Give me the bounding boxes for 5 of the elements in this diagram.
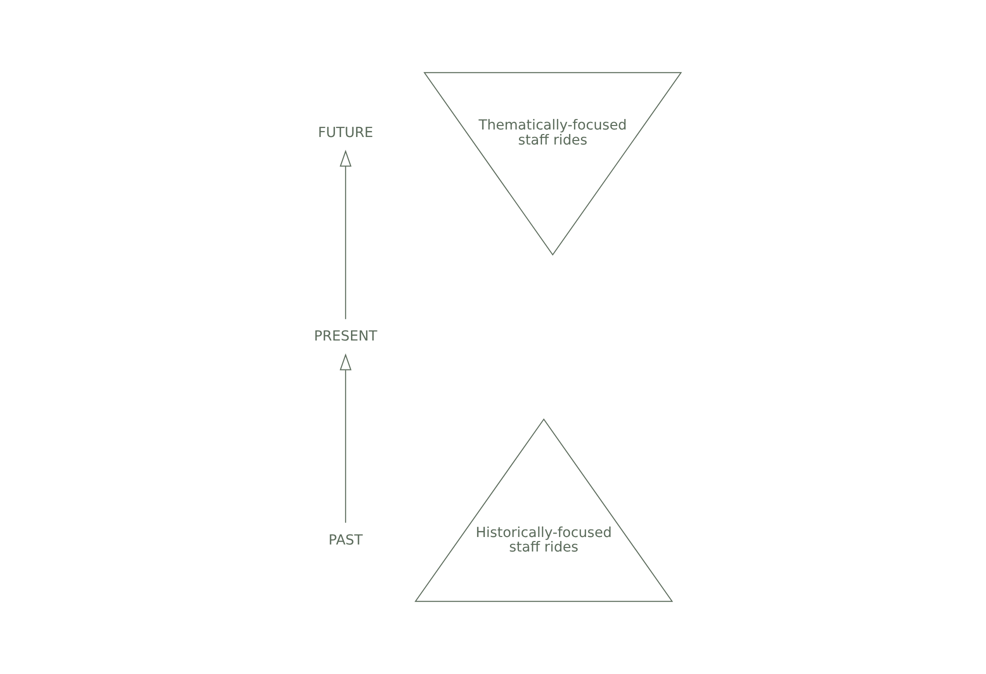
node-text: PRESENT <box>314 328 377 345</box>
arrow <box>339 353 351 524</box>
node-text: PAST <box>328 532 362 548</box>
node-text: FUTURE <box>318 125 373 142</box>
arrow <box>339 150 351 320</box>
